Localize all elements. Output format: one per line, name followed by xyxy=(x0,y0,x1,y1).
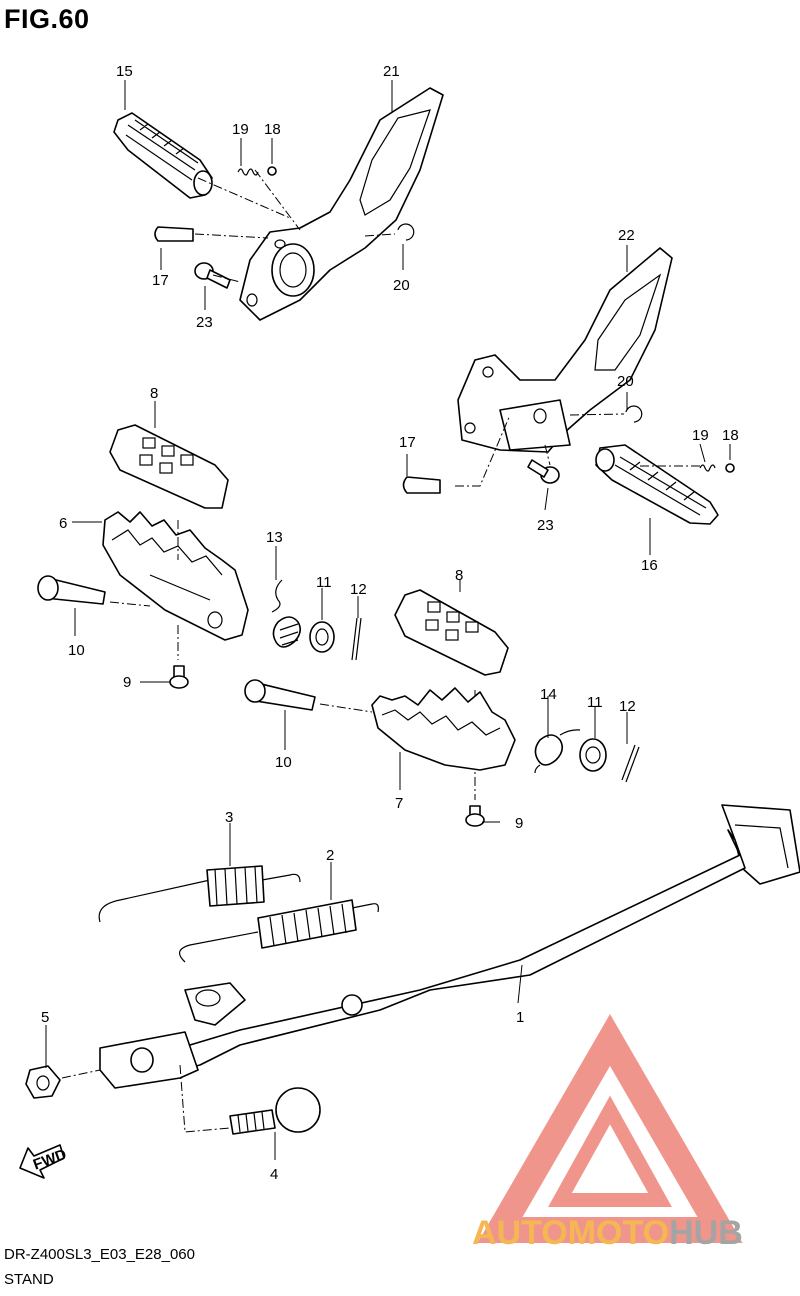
callout-1: 1 xyxy=(516,1009,524,1026)
part-18-ball xyxy=(267,166,277,176)
callout-8: 8 xyxy=(150,385,158,402)
callout-18-right: 18 xyxy=(722,427,739,444)
callout-6: 6 xyxy=(59,515,67,532)
callout-17: 17 xyxy=(152,272,169,289)
part-19-spring-right xyxy=(699,464,716,472)
callout-8-right: 8 xyxy=(455,567,463,584)
callout-10: 10 xyxy=(68,642,85,659)
part-7-footrest xyxy=(371,687,516,771)
part-17-pin xyxy=(154,226,194,242)
callout-3: 3 xyxy=(225,809,233,826)
part-22-bracket xyxy=(457,247,673,453)
part-2-spring xyxy=(179,899,379,963)
part-8-rubber xyxy=(109,424,229,509)
callout-labels: 15 19 18 21 17 20 23 22 20 19 18 17 23 1… xyxy=(41,63,739,1183)
part-6-footrest xyxy=(102,511,249,641)
figure-title: FIG.60 xyxy=(4,4,90,34)
part-1-stand xyxy=(99,804,800,1089)
part-9-bolt-left xyxy=(169,665,189,689)
part-21-bracket xyxy=(239,87,444,321)
callout-12-right: 12 xyxy=(619,698,636,715)
part-23-bolt-right xyxy=(527,459,560,484)
part-8-rubber-right xyxy=(394,589,509,676)
part-17-pin-right xyxy=(402,476,441,494)
part-10-pin-right xyxy=(244,679,316,711)
callout-20-right: 20 xyxy=(617,373,634,390)
callout-7: 7 xyxy=(395,795,403,812)
callout-5: 5 xyxy=(41,1009,49,1026)
part-16-foot-peg xyxy=(595,444,719,525)
logo-text-auto: AUTO xyxy=(472,1214,568,1252)
section-name: STAND xyxy=(4,1271,54,1288)
callout-16: 16 xyxy=(641,557,658,574)
callout-19-right: 19 xyxy=(692,427,709,444)
callout-22: 22 xyxy=(618,227,635,244)
callout-23: 23 xyxy=(196,314,213,331)
part-11-washer-right xyxy=(579,738,607,772)
part-4-bolt xyxy=(229,1087,321,1135)
part-12-cotter-right xyxy=(621,744,640,783)
part-11-washer xyxy=(309,621,335,653)
callout-11-right: 11 xyxy=(587,694,603,711)
logo-text-moto: MOTO xyxy=(568,1214,669,1252)
callout-10-right: 10 xyxy=(275,754,292,771)
svg-text:AUTOMOTOHUB: AUTOMOTOHUB xyxy=(472,1214,743,1252)
part-19-spring xyxy=(237,168,259,176)
part-3-spring xyxy=(98,865,301,923)
callout-14: 14 xyxy=(540,686,557,703)
callout-9-right: 9 xyxy=(515,815,523,832)
part-18-ball-right xyxy=(725,463,735,473)
part-10-pin-left xyxy=(37,575,106,605)
part-15-foot-peg xyxy=(113,112,213,199)
callout-4: 4 xyxy=(270,1166,278,1183)
callout-9: 9 xyxy=(123,674,131,691)
automotohub-logo: AUTOMOTOHUB xyxy=(472,1014,743,1252)
logo-text-hub: HUB xyxy=(669,1214,743,1252)
part-14-spring xyxy=(534,729,581,774)
part-9-bolt-right xyxy=(465,805,485,827)
callout-15: 15 xyxy=(116,63,133,80)
model-code: DR-Z400SL3_E03_E28_060 xyxy=(4,1246,195,1263)
part-20-clip-right xyxy=(625,405,643,423)
callout-23-right: 23 xyxy=(537,517,554,534)
callout-13: 13 xyxy=(266,529,283,546)
part-23-bolt xyxy=(194,262,231,289)
part-12-cotter xyxy=(351,617,362,661)
callout-18: 18 xyxy=(264,121,281,138)
callout-2: 2 xyxy=(326,847,334,864)
callout-20: 20 xyxy=(393,277,410,294)
part-13-spring xyxy=(271,579,302,648)
callout-19: 19 xyxy=(232,121,249,138)
callout-11: 11 xyxy=(316,574,332,591)
callout-17-right: 17 xyxy=(399,434,416,451)
part-20-clip xyxy=(397,223,415,241)
fwd-arrow-icon: FWD xyxy=(19,1144,69,1179)
part-5-nut xyxy=(25,1065,61,1099)
callout-12: 12 xyxy=(350,581,367,598)
fwd-label: FWD xyxy=(31,1146,69,1174)
callout-21: 21 xyxy=(383,63,400,80)
